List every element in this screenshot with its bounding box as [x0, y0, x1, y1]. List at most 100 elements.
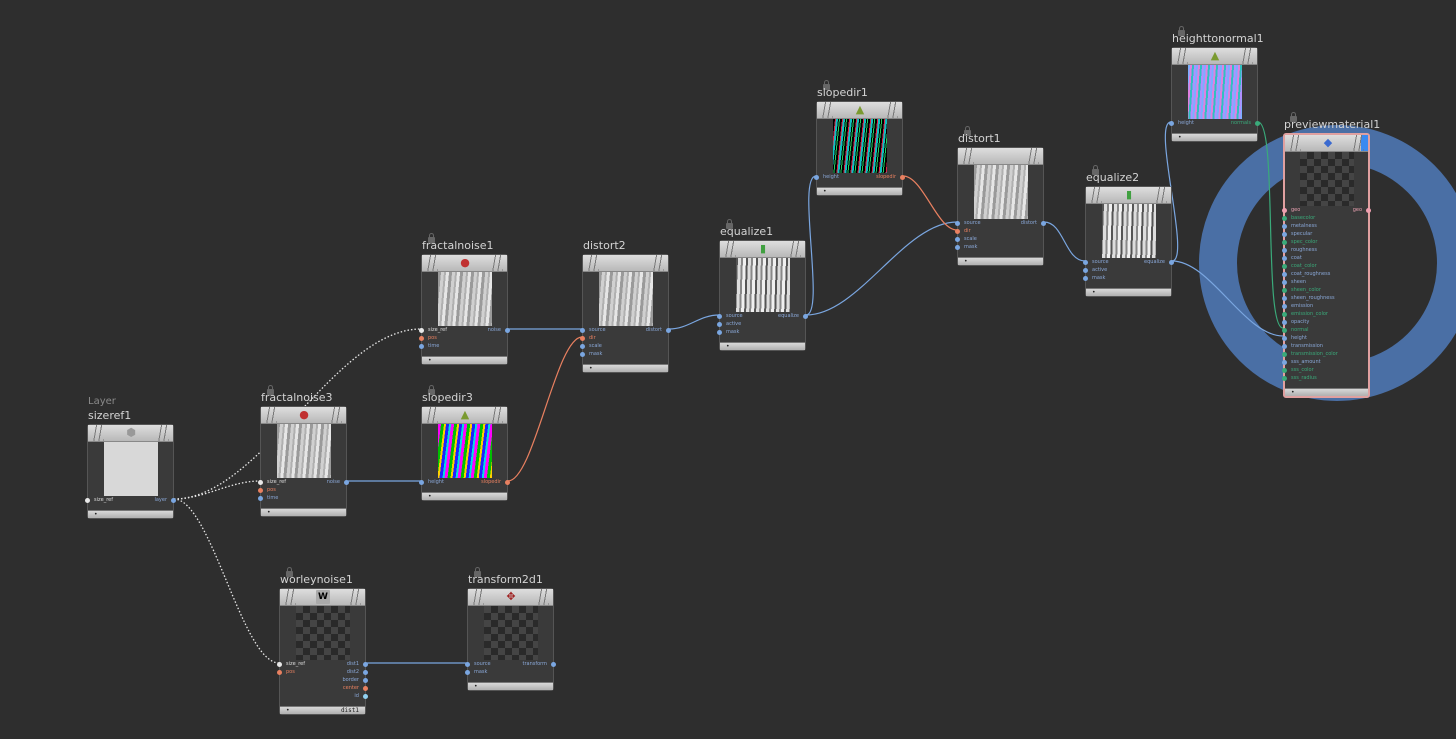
wire-equalize2-to-previewmaterial1[interactable] — [1171, 260, 1284, 337]
input-port-source[interactable] — [580, 327, 585, 333]
input-port-size_ref[interactable] — [277, 661, 282, 667]
input-port-mask[interactable] — [465, 669, 470, 675]
node-header[interactable]: ▲ — [1172, 48, 1257, 65]
input-port-dir[interactable] — [955, 228, 960, 234]
input-port-specular[interactable] — [1282, 231, 1287, 237]
lock-icon[interactable] — [964, 126, 971, 136]
input-port-transmission[interactable] — [1282, 343, 1287, 349]
node-footer[interactable]: • — [958, 257, 1043, 265]
node-header[interactable]: ● — [261, 407, 346, 424]
output-port-dist2[interactable] — [363, 669, 368, 675]
input-port-scale[interactable] — [955, 236, 960, 242]
wire-sizeref1-to-worleynoise1[interactable] — [173, 498, 280, 664]
wire-slopedir1-to-distort1[interactable] — [902, 175, 958, 231]
input-port-size_ref[interactable] — [419, 327, 424, 333]
output-port-slopedir[interactable] — [505, 479, 510, 485]
lock-icon[interactable] — [823, 80, 830, 90]
display-flag[interactable] — [1361, 135, 1368, 151]
wire-distort1-to-equalize2[interactable] — [1043, 221, 1086, 262]
input-port-sheen[interactable] — [1282, 279, 1287, 285]
node-header[interactable]: ◆ — [1285, 135, 1368, 152]
output-port-noise[interactable] — [344, 479, 349, 485]
input-port-sheen_color[interactable] — [1282, 287, 1287, 293]
input-port-mask[interactable] — [955, 244, 960, 250]
expand-button[interactable]: • — [286, 707, 290, 714]
output-port-distort[interactable] — [666, 327, 671, 333]
output-port-dist1[interactable] — [363, 661, 368, 667]
node-name[interactable]: worleynoise1 — [280, 573, 353, 586]
input-port-height[interactable] — [419, 479, 424, 485]
input-port-metalness[interactable] — [1282, 223, 1287, 229]
input-port-basecolor[interactable] — [1282, 215, 1287, 221]
input-port-sheen_roughness[interactable] — [1282, 295, 1287, 301]
node-footer[interactable]: • — [583, 364, 668, 372]
lock-icon[interactable] — [428, 385, 435, 395]
input-port-source[interactable] — [1083, 259, 1088, 265]
input-port-size_ref[interactable] — [85, 497, 90, 503]
lock-icon[interactable] — [726, 219, 733, 229]
node-name[interactable]: distort2 — [583, 239, 626, 252]
input-port-emission_color[interactable] — [1282, 311, 1287, 317]
lock-icon[interactable] — [1178, 26, 1185, 36]
input-port-active[interactable] — [1083, 267, 1088, 273]
lock-icon[interactable] — [286, 567, 293, 577]
input-port-dir[interactable] — [580, 335, 585, 341]
node-name[interactable]: equalize1 — [720, 225, 774, 238]
node-name[interactable]: sizeref1 — [88, 409, 132, 422]
wire-distort2-to-equalize1[interactable] — [668, 314, 720, 330]
expand-button[interactable]: • — [428, 357, 432, 364]
node-name[interactable]: previewmaterial1 — [1284, 118, 1381, 131]
node-name[interactable]: fractalnoise3 — [261, 391, 333, 404]
node-footer[interactable]: • — [1172, 133, 1257, 141]
input-port-coat[interactable] — [1282, 255, 1287, 261]
lock-icon[interactable] — [428, 233, 435, 243]
input-port-normal[interactable] — [1282, 327, 1287, 333]
expand-button[interactable]: • — [94, 511, 98, 518]
output-port-normals[interactable] — [1255, 120, 1260, 126]
node-header[interactable]: ▮ — [720, 241, 805, 258]
input-port-transmission_color[interactable] — [1282, 351, 1287, 357]
input-port-sss_radius[interactable] — [1282, 375, 1287, 381]
node-footer[interactable]: • — [817, 187, 902, 195]
lock-icon[interactable] — [474, 567, 481, 577]
input-port-roughness[interactable] — [1282, 247, 1287, 253]
input-port-height[interactable] — [1169, 120, 1174, 126]
node-name[interactable]: equalize2 — [1086, 171, 1140, 184]
node-name[interactable]: heighttonormal1 — [1172, 32, 1264, 45]
node-footer[interactable]: •dist1 — [280, 706, 365, 714]
expand-button[interactable]: • — [1178, 134, 1182, 141]
wire-equalize1-to-distort1[interactable] — [805, 221, 958, 316]
node-footer[interactable]: • — [422, 492, 507, 500]
node-name[interactable]: transform2d1 — [468, 573, 543, 586]
wire-slopedir3-to-distort2[interactable] — [507, 336, 583, 482]
output-port-slopedir[interactable] — [900, 174, 905, 180]
input-port-scale[interactable] — [580, 343, 585, 349]
output-port-center[interactable] — [363, 685, 368, 691]
input-port-size_ref[interactable] — [258, 479, 263, 485]
node-header[interactable] — [583, 255, 668, 272]
node-header[interactable]: ✥ — [468, 589, 553, 606]
output-port-noise[interactable] — [505, 327, 510, 333]
expand-button[interactable]: • — [726, 343, 730, 350]
node-header[interactable] — [958, 148, 1043, 165]
wire-equalize1-to-slopedir1[interactable] — [805, 175, 817, 316]
node-header[interactable]: ▲ — [817, 102, 902, 119]
expand-button[interactable]: • — [474, 683, 478, 690]
input-port-height[interactable] — [814, 174, 819, 180]
expand-button[interactable]: • — [823, 188, 827, 195]
node-footer[interactable]: • — [261, 508, 346, 516]
input-port-geo[interactable] — [1282, 207, 1287, 213]
lock-icon[interactable] — [1290, 112, 1297, 122]
wire-heighttonormal1-to-previewmaterial1[interactable] — [1257, 121, 1284, 329]
